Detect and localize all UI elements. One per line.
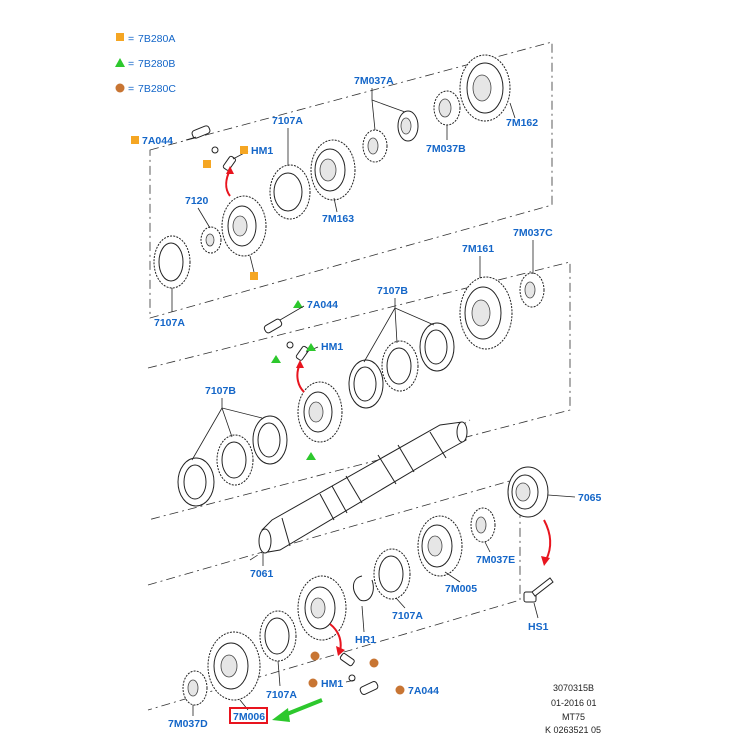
- legend-label-b: 7B280B: [138, 58, 175, 70]
- label-7m005: 7M005: [445, 583, 477, 595]
- label-7107a-mid: 7107A: [392, 610, 423, 622]
- label-7m163: 7M163: [322, 213, 354, 225]
- reference-line-2: 01-2016 01: [551, 698, 597, 708]
- label-7m162: 7M162: [506, 117, 538, 129]
- label-hs1: HS1: [528, 621, 549, 633]
- arrow-red-7065: [543, 519, 552, 561]
- label-hm1-bottom: HM1: [321, 678, 343, 690]
- label-7a044-mid: 7A044: [307, 299, 338, 311]
- label-7m037b: 7M037B: [426, 143, 466, 155]
- marker-7a044-bottom: [395, 685, 405, 695]
- label-7107b-top: 7107B: [377, 285, 408, 297]
- label-7a044-top: 7A044: [142, 135, 173, 147]
- label-7a044-bottom: 7A044: [408, 685, 439, 697]
- label-7m161: 7M161: [462, 243, 494, 255]
- reference-line-4: K 0263521 05: [545, 725, 601, 734]
- svg-text:=: =: [128, 58, 134, 70]
- frame-bottom: [147, 477, 521, 711]
- label-7107b-left: 7107B: [205, 385, 236, 397]
- legend-square-marker: [116, 33, 124, 41]
- legend-circle-marker: [115, 83, 125, 93]
- svg-text:=: =: [128, 83, 134, 95]
- highlight-7m006: [229, 707, 268, 724]
- label-7065: 7065: [578, 492, 602, 504]
- key-7a044-bottom: [359, 681, 379, 695]
- label-7m037e: 7M037E: [476, 554, 515, 566]
- reference-line-3: MT75: [562, 712, 585, 722]
- label-7061: 7061: [250, 568, 274, 580]
- frame-top: [149, 41, 553, 319]
- legend-label-a: 7B280A: [138, 33, 175, 45]
- legend-label-c: 7B280C: [138, 83, 176, 95]
- key-7a044-top: [191, 125, 211, 139]
- label-hr1: HR1: [355, 634, 376, 646]
- key-7a044-mid: [263, 318, 283, 334]
- spring-hm1-mid: [295, 345, 310, 361]
- arrow-red-mid: [296, 363, 305, 393]
- svg-text:=: =: [128, 33, 134, 45]
- spring-hm1-bottom: [339, 652, 355, 667]
- label-7m006: 7M006: [233, 711, 265, 723]
- shaft-7061: [258, 421, 468, 554]
- label-7107a-left: 7107A: [154, 317, 185, 329]
- label-7m037a: 7M037A: [354, 75, 394, 87]
- label-7107a-top: 7107A: [272, 115, 303, 127]
- snap-ring-hr1: [353, 575, 374, 602]
- label-hm1-top: HM1: [251, 145, 273, 157]
- spring-hm1-top: [222, 155, 237, 171]
- label-hm1-mid: HM1: [321, 341, 343, 353]
- label-7120: 7120: [185, 195, 209, 207]
- marker-7a044-mid: [293, 300, 303, 308]
- bolt-hs1: [523, 577, 554, 603]
- frame-mid: [147, 261, 571, 521]
- reference-line-1: 3070315B: [553, 683, 594, 693]
- label-7m037d: 7M037D: [168, 718, 208, 730]
- label-7107a-bottom: 7107A: [266, 689, 297, 701]
- label-7m037c: 7M037C: [513, 227, 553, 239]
- legend-triangle-marker: [115, 58, 125, 67]
